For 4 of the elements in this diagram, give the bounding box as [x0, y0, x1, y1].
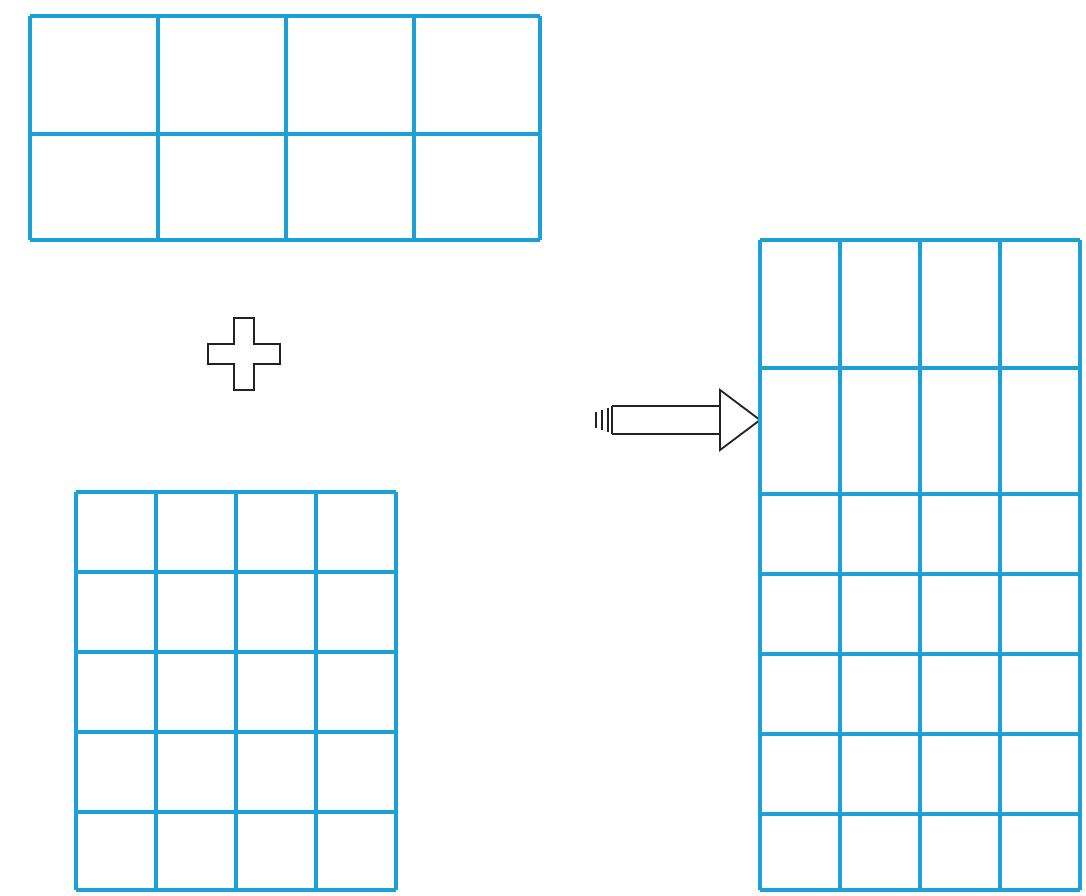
grid-table [758, 238, 1082, 892]
grid-table [74, 490, 398, 892]
grid-table [28, 14, 542, 242]
block-arrow [595, 389, 761, 451]
